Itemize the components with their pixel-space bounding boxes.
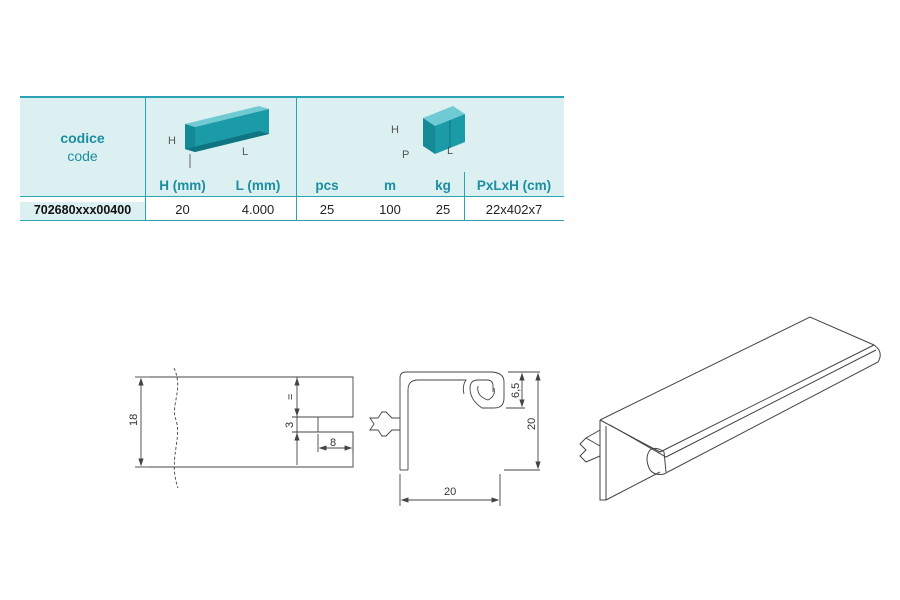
- column-header-h: H (mm): [159, 178, 206, 193]
- box-h-label: H: [391, 124, 399, 136]
- dim-8-label: 8: [330, 437, 336, 449]
- table-row-pcs: 25: [319, 202, 335, 217]
- dim-equal-label: =: [285, 394, 297, 400]
- profile-section-view: [369, 371, 541, 506]
- box-l-label: L: [447, 145, 454, 157]
- column-header-kg: kg: [435, 178, 451, 193]
- dim-3-label: 3: [284, 422, 296, 428]
- table-row-pxlxh: 22x402x7: [485, 202, 543, 217]
- code-label-it: codice: [60, 130, 105, 146]
- spec-table: codice code H L H P L H (mm) L (mm) pcs …: [20, 96, 564, 221]
- column-divider: [464, 172, 465, 221]
- panel-groove-view: [135, 367, 354, 489]
- header-bottom-rule: [20, 196, 564, 197]
- column-header-pxlxh: PxLxH (cm): [476, 178, 552, 193]
- column-divider: [296, 96, 297, 221]
- dim-18-label: 18: [128, 414, 140, 426]
- profile-l-label: L: [242, 146, 249, 158]
- profile-dimension-icon: [185, 106, 269, 168]
- box-dimension-icon: [423, 106, 465, 154]
- dim-20-width-label: 20: [444, 486, 456, 498]
- table-row-l: 4.000: [241, 202, 275, 217]
- profile-3d-view: [579, 316, 881, 501]
- column-header-l: L (mm): [235, 178, 281, 193]
- column-header-pcs: pcs: [315, 178, 339, 193]
- table-bottom-rule: [20, 220, 564, 221]
- code-label-en: code: [67, 148, 98, 164]
- box-p-label: P: [402, 149, 410, 161]
- table-header-background: [20, 96, 564, 196]
- table-row-h: 20: [175, 202, 190, 217]
- profile-h-label: H: [168, 135, 176, 147]
- dim-6-5-label: 6,5: [510, 383, 522, 398]
- table-row-m: 100: [379, 202, 401, 217]
- column-divider: [145, 96, 146, 221]
- table-row-kg: 25: [435, 202, 451, 217]
- dim-20-height-label: 20: [526, 418, 538, 430]
- column-header-m: m: [383, 178, 396, 193]
- table-row-code: 702680xxx00400: [20, 202, 145, 220]
